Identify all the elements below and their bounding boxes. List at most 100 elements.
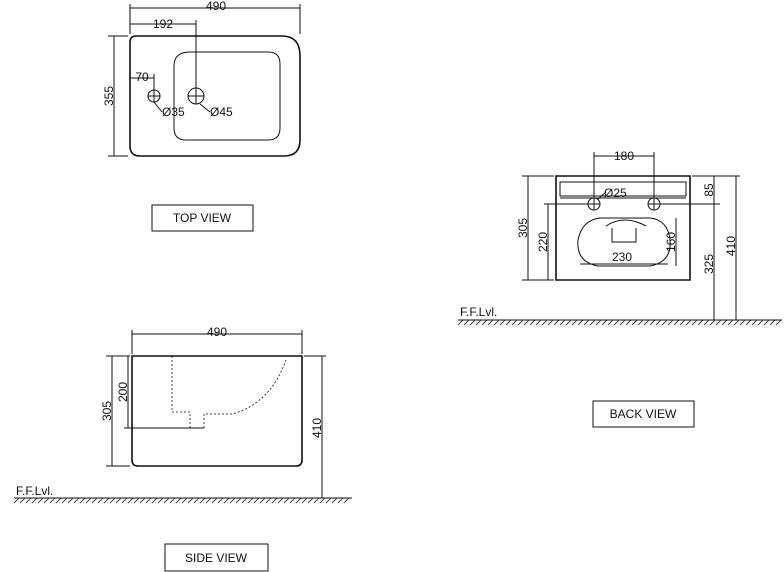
floor-hatch-line [595, 319, 602, 326]
side-outlet-dim: 200 [116, 382, 130, 402]
back-view-top-strip [559, 181, 687, 197]
side-view-title-box [164, 543, 269, 572]
floor-hatch-line [295, 497, 302, 504]
floor-hatch-line [481, 319, 488, 326]
floor-hatch-line [169, 497, 176, 504]
floor-hatch-line [139, 497, 146, 504]
floor-hatch-line [157, 497, 164, 504]
back-outlet-width-dim: 230 [612, 250, 632, 264]
floor-hatch-line [463, 319, 470, 326]
floor-hatch-line [571, 319, 578, 326]
floor-hatch-line [91, 497, 98, 504]
floor-hatch-line [739, 319, 746, 326]
floor-hatch-line [229, 497, 236, 504]
floor-hatch-line [475, 319, 482, 326]
floor-hatch-line [13, 497, 20, 504]
floor-hatch-line [589, 319, 596, 326]
floor-hatch-line [769, 319, 776, 326]
floor-hatch-line [223, 497, 230, 504]
top-view-title: TOP VIEW [173, 211, 232, 225]
floor-hatch-line [283, 497, 290, 504]
floor-hatch-line [67, 497, 74, 504]
floor-hatch-line [79, 497, 86, 504]
floor-hatch-line [751, 319, 758, 326]
floor-hatch-line [757, 319, 764, 326]
floor-hatch-line [217, 497, 224, 504]
floor-hatch-line [775, 319, 782, 326]
floor-hatch-line [319, 497, 326, 504]
floor-hatch-line [175, 497, 182, 504]
floor-hatch-line [565, 319, 572, 326]
floor-hatch-line [679, 319, 686, 326]
floor-hatch-line [19, 497, 26, 504]
floor-hatch-line [703, 319, 710, 326]
side-width-dim: 490 [207, 325, 227, 339]
back-view-title-box [592, 400, 695, 428]
floor-hatch-line [649, 319, 656, 326]
floor-hatch-line [529, 319, 536, 326]
small-hole-label: Ø35 [162, 105, 185, 119]
floor-hatch-line [553, 319, 560, 326]
large-hole-label: Ø45 [210, 105, 233, 119]
floor-hatch-line [715, 319, 722, 326]
floor-hatch-line [211, 497, 218, 504]
back-rim-dim: 410 [724, 236, 738, 256]
floor-hatch-line [181, 497, 188, 504]
back-view: 180 Ø25 305 220 160 230 85 325 410 F.F. [457, 149, 782, 428]
floor-hatch-line [43, 497, 50, 504]
side-floor-hatch [13, 497, 350, 504]
floor-hatch-line [625, 319, 632, 326]
top-width-dim: 490 [206, 0, 226, 13]
back-outlet-height-dim: 220 [536, 232, 550, 252]
back-fixing-hole-label: Ø25 [604, 186, 627, 200]
floor-hatch-line [193, 497, 200, 504]
back-spacing-dim: 180 [614, 149, 634, 163]
floor-hatch-line [691, 319, 698, 326]
floor-hatch-line [241, 497, 248, 504]
side-floor-label: F.F.Lvl. [16, 484, 53, 498]
floor-hatch-line [655, 319, 662, 326]
floor-hatch-line [607, 319, 614, 326]
floor-hatch-line [637, 319, 644, 326]
floor-hatch-line [667, 319, 674, 326]
floor-hatch-line [343, 497, 350, 504]
side-view-bowl-hidden [171, 356, 287, 429]
floor-hatch-line [709, 319, 716, 326]
floor-hatch-line [265, 497, 272, 504]
floor-hatch-line [235, 497, 242, 504]
floor-hatch-line [151, 497, 158, 504]
floor-hatch-line [97, 497, 104, 504]
floor-hatch-line [523, 319, 530, 326]
floor-hatch-line [289, 497, 296, 504]
floor-hatch-line [325, 497, 332, 504]
floor-hatch-line [187, 497, 194, 504]
floor-hatch-line [505, 319, 512, 326]
floor-hatch-line [163, 497, 170, 504]
floor-hatch-line [121, 497, 128, 504]
floor-hatch-line [253, 497, 260, 504]
floor-hatch-line [601, 319, 608, 326]
floor-hatch-line [547, 319, 554, 326]
top-tap-offset-dim: 192 [153, 17, 173, 31]
floor-hatch-line [313, 497, 320, 504]
top-view-bowl [173, 51, 281, 141]
floor-hatch-line [331, 497, 338, 504]
floor-hatch-line [535, 319, 542, 326]
floor-hatch-line [457, 319, 464, 326]
back-view-outline [555, 175, 691, 281]
floor-hatch-line [661, 319, 668, 326]
back-floor-hatch [457, 319, 782, 326]
back-top-fixing-dim: 85 [702, 183, 716, 197]
floor-hatch-line [37, 497, 44, 504]
floor-hatch-line [493, 319, 500, 326]
floor-hatch-line [109, 497, 116, 504]
floor-hatch-line [673, 319, 680, 326]
floor-hatch-line [697, 319, 704, 326]
floor-hatch-line [541, 319, 548, 326]
back-fixing-floor-dim: 325 [702, 254, 716, 274]
top-view: 490 192 70 355 Ø35 Ø45 TOP VIEW [102, 0, 301, 232]
floor-hatch-line [619, 319, 626, 326]
floor-hatch-line [73, 497, 80, 504]
floor-hatch-line [733, 319, 740, 326]
floor-hatch-line [85, 497, 92, 504]
